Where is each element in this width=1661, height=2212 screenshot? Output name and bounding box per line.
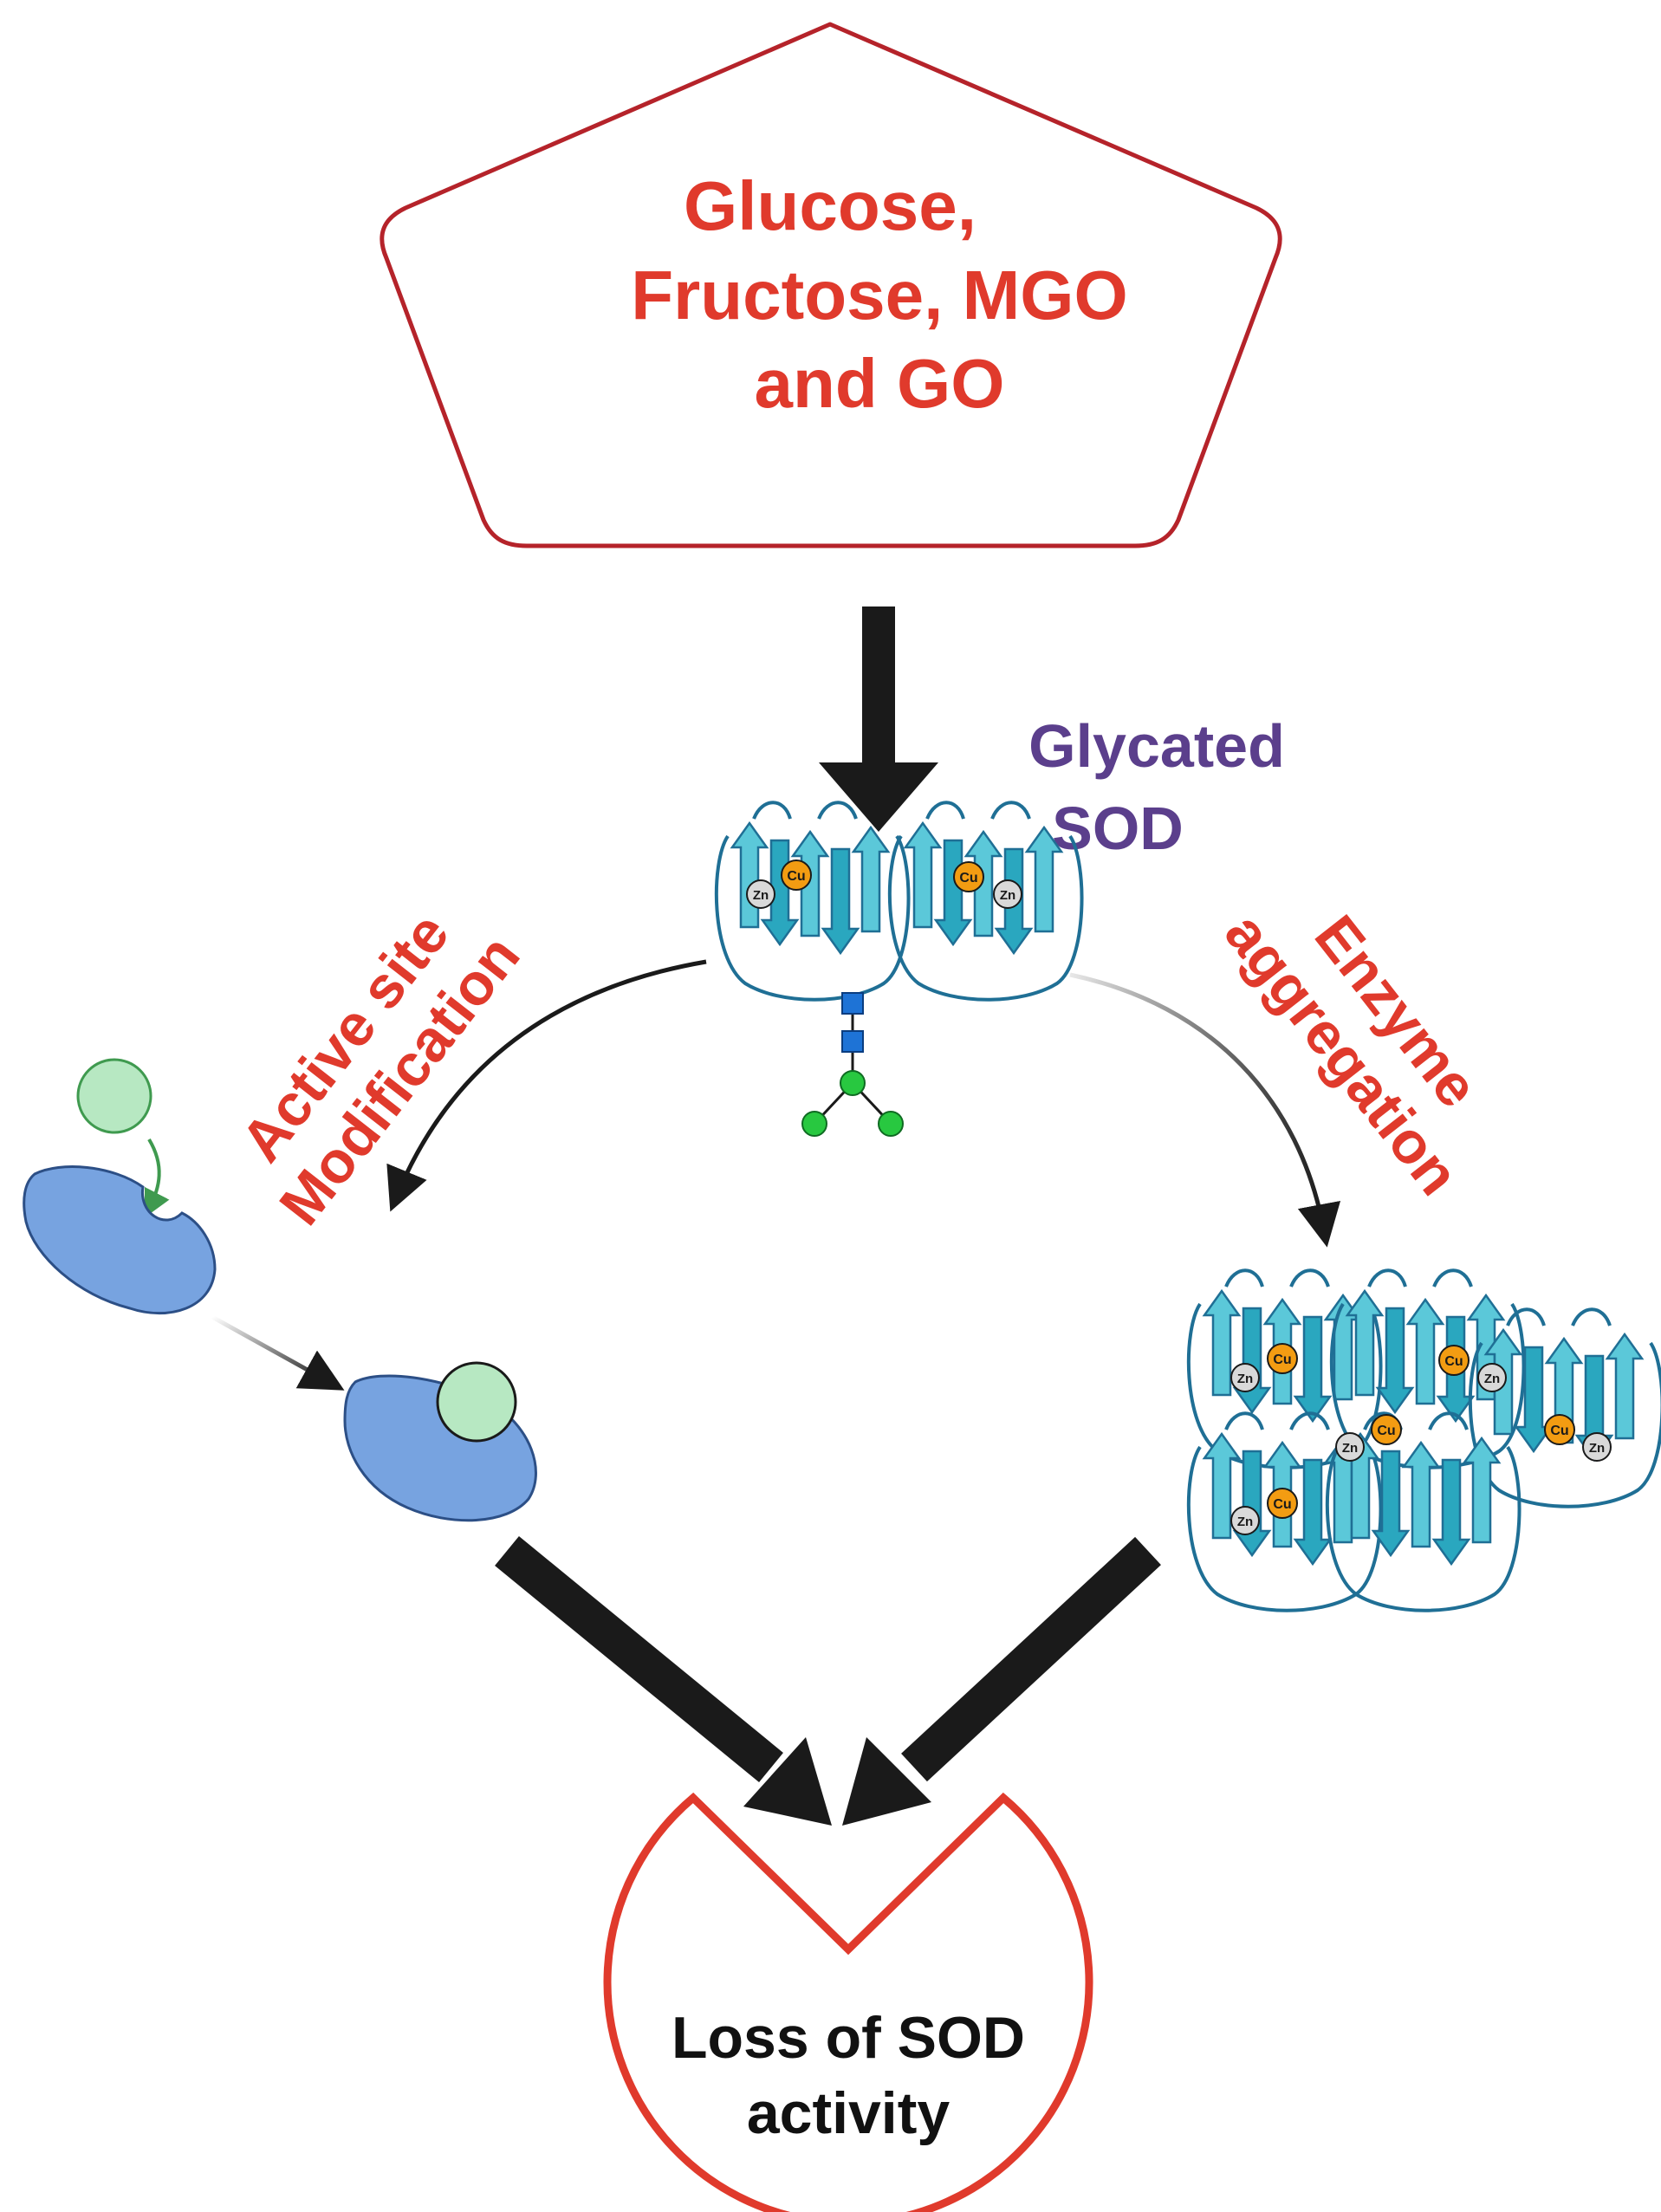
svg-text:Cu: Cu <box>1550 1424 1568 1438</box>
svg-text:Cu: Cu <box>1444 1354 1463 1369</box>
svg-text:Cu: Cu <box>1273 1497 1291 1512</box>
enzyme-substrate-complex-icon <box>343 1361 537 1522</box>
svg-text:Zn: Zn <box>1342 1441 1358 1456</box>
glycated-sod-icon: Cu Zn Cu Zn <box>717 802 1082 1000</box>
sources-pentagon <box>380 22 1282 548</box>
aggregated-sod-icon: Cu Zn Cu Zn Cu Zn Cu Zn Cu Zn <box>1189 1270 1661 1611</box>
binding-arrow-icon <box>144 1138 170 1218</box>
svg-text:Zn: Zn <box>753 888 769 903</box>
loss-of-activity-shape <box>603 1792 1093 2212</box>
svg-text:Cu: Cu <box>959 871 977 885</box>
svg-text:Zn: Zn <box>1589 1441 1605 1456</box>
loss-line-2: activity <box>747 2080 951 2146</box>
down-arrow-icon <box>819 607 938 832</box>
enzyme-transition-arrow-icon <box>211 1314 345 1391</box>
left-convergence-arrow-icon <box>495 1535 832 1826</box>
svg-text:Zn: Zn <box>1000 888 1015 903</box>
svg-text:Zn: Zn <box>1237 1515 1253 1529</box>
svg-text:Cu: Cu <box>787 869 805 884</box>
svg-text:Cu: Cu <box>1273 1352 1291 1367</box>
svg-text:Zn: Zn <box>1237 1372 1253 1386</box>
open-enzyme-icon <box>23 1165 217 1315</box>
sources-line-1: Glucose, <box>684 167 976 244</box>
active-site-arrow-icon <box>386 959 707 1212</box>
glycan-chain-icon <box>801 992 904 1137</box>
free-substrate-icon <box>76 1058 152 1134</box>
right-convergence-arrow-icon <box>842 1536 1161 1826</box>
sources-line-2: Fructose, MGO <box>631 256 1127 334</box>
aggregation-arrow-icon <box>1069 972 1341 1248</box>
loss-line-1: Loss of SOD <box>672 2005 1025 2071</box>
svg-text:Cu: Cu <box>1377 1424 1395 1438</box>
glycated-line-1: Glycated <box>1028 712 1285 780</box>
glycated-line-2: SOD <box>1052 795 1184 862</box>
sources-line-3: and GO <box>755 345 1005 422</box>
svg-text:Zn: Zn <box>1484 1372 1500 1386</box>
